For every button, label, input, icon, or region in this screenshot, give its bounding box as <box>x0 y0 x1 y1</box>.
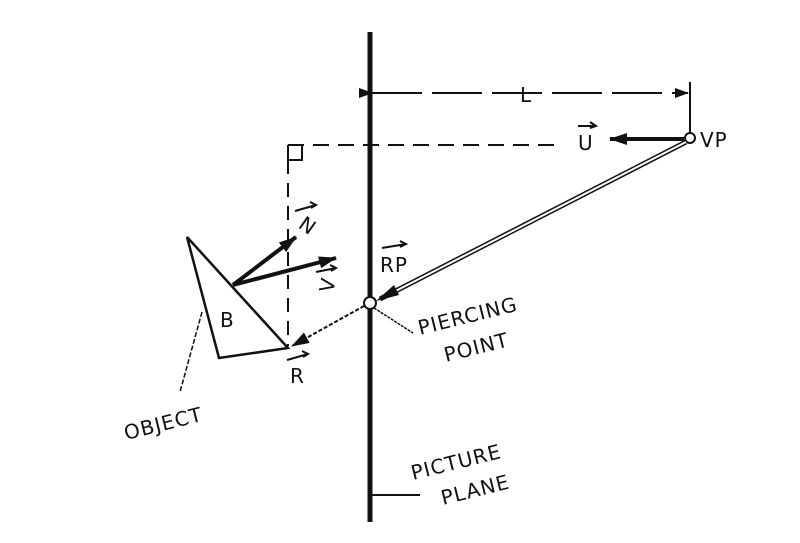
up-vector-overarrow <box>578 121 599 129</box>
view-vector-label: V <box>314 275 340 294</box>
ray-arrowhead <box>376 285 399 301</box>
right-angle-marker <box>287 145 303 161</box>
ray-line-inner <box>379 141 687 300</box>
point-vector-overarrow <box>286 350 311 361</box>
face-label: B <box>220 308 235 332</box>
object-triangle <box>185 236 291 360</box>
ray-vector-label: RP <box>380 253 408 277</box>
point-vector-line <box>291 305 365 347</box>
piercing-point-label-line2: POINT <box>441 328 511 367</box>
view-point-label: VP <box>700 128 728 152</box>
ray-vector-overarrow <box>381 240 409 249</box>
up-vector-label: U <box>578 131 594 155</box>
piercing-point-circle <box>363 296 377 310</box>
view-vector-arrow <box>232 256 337 287</box>
view-vector-overarrow <box>315 264 339 273</box>
object-leader <box>179 311 203 393</box>
normal-vector-arrow <box>231 235 298 287</box>
view-point-circle <box>684 132 696 144</box>
point-vector-label: R <box>290 364 305 388</box>
normal-vector-label: N <box>294 211 321 240</box>
object-label: OBJECT <box>121 402 205 445</box>
normal-vector-overarrow <box>294 201 319 212</box>
piercing-point-leader <box>373 307 414 334</box>
length-label: L <box>520 83 532 107</box>
